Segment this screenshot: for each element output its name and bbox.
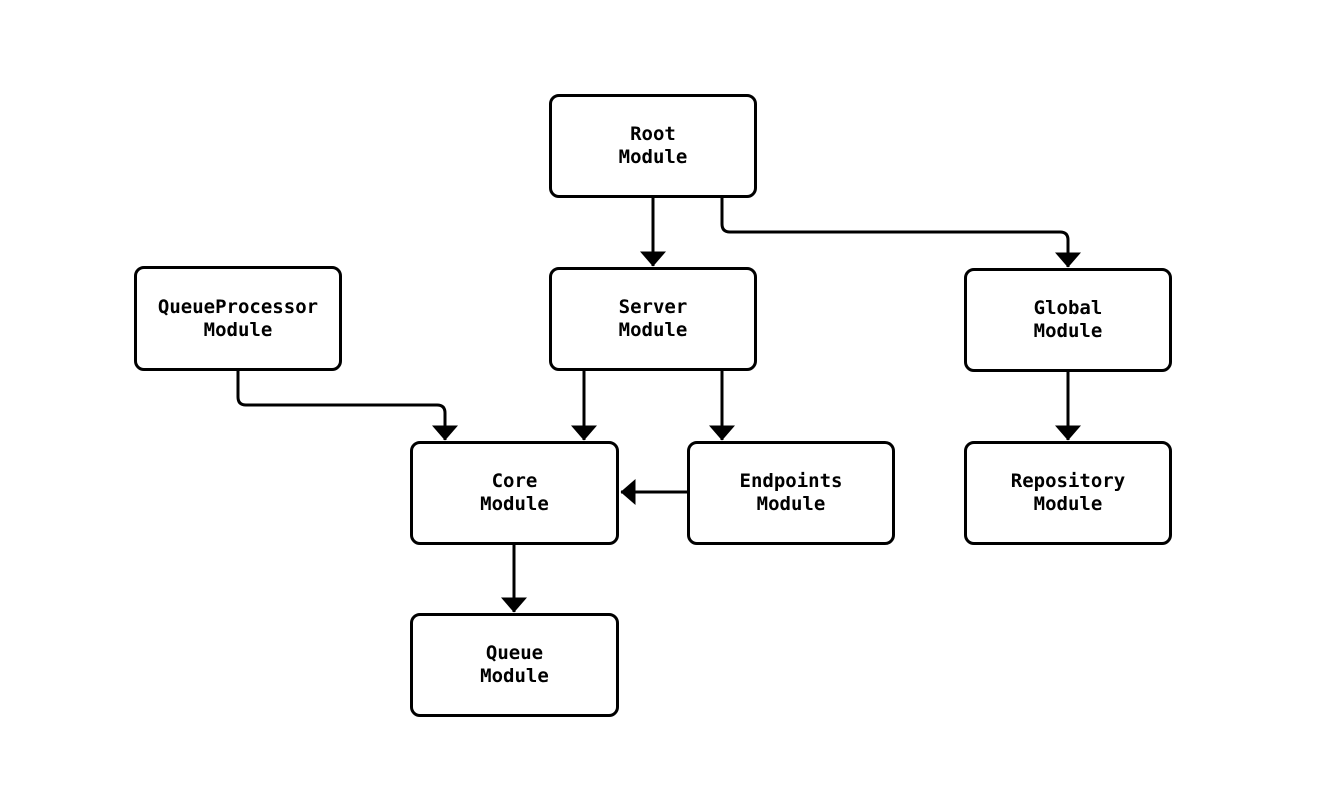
node-root: Root Module — [549, 94, 757, 198]
node-core: Core Module — [410, 441, 619, 545]
node-label-queue: Queue Module — [480, 642, 549, 687]
node-label-endpoints: Endpoints Module — [739, 470, 843, 515]
node-repository: Repository Module — [964, 441, 1172, 545]
node-server: Server Module — [549, 267, 757, 371]
node-endpoints: Endpoints Module — [687, 441, 895, 545]
node-label-repository: Repository Module — [1010, 470, 1126, 515]
node-global: Global Module — [964, 268, 1172, 372]
node-label-root: Root Module — [618, 123, 688, 168]
node-label-global: Global Module — [1033, 297, 1103, 342]
node-label-core: Core Module — [480, 470, 549, 515]
edges-group — [236, 198, 1081, 613]
edge-root-to-global — [720, 198, 1081, 268]
node-label-server: Server Module — [618, 296, 688, 341]
node-label-queue-processor: QueueProcessor Module — [157, 295, 319, 341]
node-queue-processor: QueueProcessor Module — [134, 266, 342, 371]
node-queue: Queue Module — [410, 613, 619, 717]
edge-queue-processor-to-core — [236, 371, 458, 441]
